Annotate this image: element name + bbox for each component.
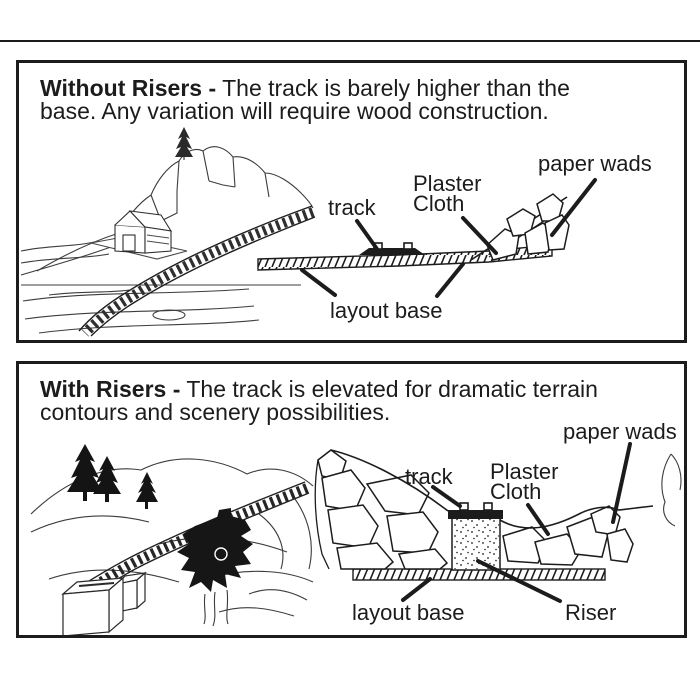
panel2-artwork [30, 442, 682, 635]
cross-section-with-risers [314, 442, 682, 603]
leader-lines [300, 178, 597, 298]
panel-with-risers: With Risers - The track is elevated for … [16, 361, 687, 638]
leader-plaster-cloth [461, 216, 498, 255]
heading-bold-lead: Without Risers - [40, 75, 217, 101]
tree-icon [175, 127, 193, 160]
heading-bold-lead: With Risers - [40, 376, 181, 402]
riser-block [451, 517, 501, 571]
house-icon [90, 210, 188, 260]
rail-right [403, 242, 413, 250]
locomotive-waterfall-silhouette [177, 508, 253, 627]
leader-track [431, 485, 462, 508]
elevated-terrain-sketch [30, 444, 314, 635]
flat-terrain-sketch [20, 127, 316, 337]
leader-lines [401, 442, 632, 603]
paper-wads-right-cluster [499, 505, 654, 566]
leader-paper-wads [611, 442, 632, 524]
leader-plaster-cloth [526, 503, 550, 536]
label-paper-wads: paper wads [563, 419, 677, 444]
layout-base-board [257, 244, 553, 271]
panel1-artwork [20, 127, 597, 337]
label-layout-base: layout base [330, 298, 443, 323]
leader-layout-base-left [300, 268, 337, 297]
label-plaster-cloth: Plaster Cloth [490, 459, 559, 504]
leader-track [355, 219, 379, 251]
track-profile [448, 510, 503, 519]
heading-line-2: contours and scenery possibilities. [40, 399, 391, 425]
label-plaster-cloth: Plaster Cloth [413, 171, 482, 216]
riser-cubes-icon [61, 571, 147, 635]
heading-line-1: Without Risers - The track is barely hig… [40, 77, 570, 100]
label-riser: Riser [565, 600, 617, 625]
leader-layout-base [401, 577, 432, 602]
label-paper-wads: paper wads [538, 151, 652, 176]
paper-wads-left-cluster [314, 449, 449, 570]
panel2-heading: With Risers - The track is elevated for … [40, 378, 598, 424]
heading-line-1: With Risers - The track is elevated for … [40, 378, 598, 401]
label-track: track [328, 195, 376, 220]
leader-riser [476, 559, 562, 603]
far-right-rock-sketch [661, 453, 682, 527]
heading-line-1-rest: The track is barely higher than the [216, 75, 570, 101]
label-track: track [405, 464, 453, 489]
track-curve-sketch [78, 205, 316, 337]
top-rule [0, 40, 700, 42]
panel-without-risers: Without Risers - The track is barely hig… [16, 60, 687, 343]
pine-trees-icon [67, 444, 158, 509]
leader-layout-base-right [435, 262, 465, 298]
track-profile [359, 248, 425, 255]
cross-section-without-risers [257, 178, 597, 298]
heading-line-1-rest: The track is elevated for dramatic terra… [180, 376, 598, 402]
rail-right [483, 502, 493, 511]
panel1-heading: Without Risers - The track is barely hig… [40, 77, 570, 123]
heading-line-2: base. Any variation will require wood co… [40, 98, 549, 124]
leader-paper-wads [550, 178, 597, 237]
label-layout-base: layout base [352, 600, 465, 625]
